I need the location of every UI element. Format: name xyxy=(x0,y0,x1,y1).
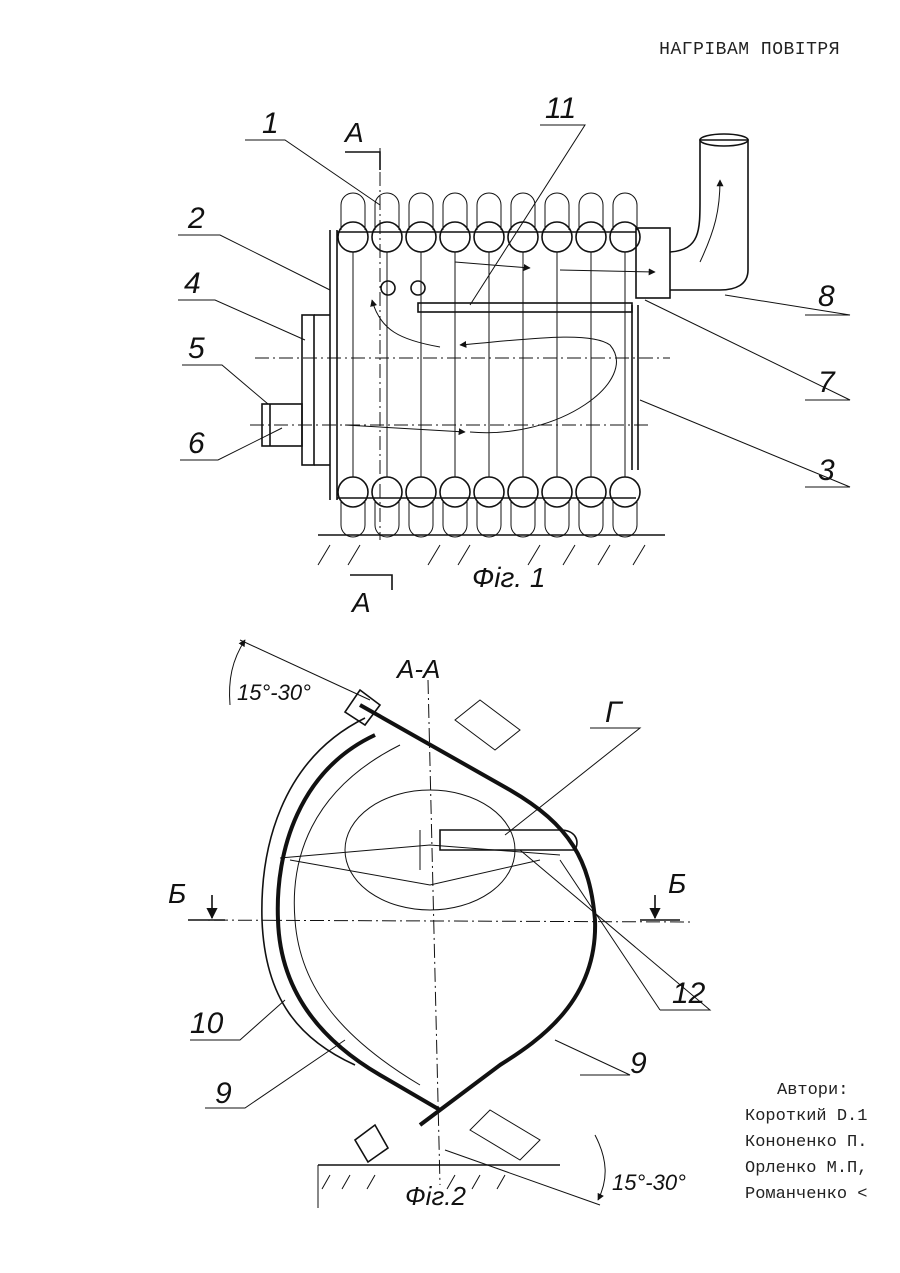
mark-g: Г xyxy=(605,696,624,729)
label-8: 8 xyxy=(818,280,835,313)
label-9-right: 9 xyxy=(630,1047,647,1080)
coil-tube-top xyxy=(474,222,504,252)
label-5: 5 xyxy=(188,332,205,365)
figure-1: 1 2 4 5 6 11 8 7 3 A A Фіг. 1 xyxy=(178,92,850,618)
coil-tube-top xyxy=(406,222,436,252)
coil-tube-top xyxy=(372,222,402,252)
coil-tube-bottom xyxy=(576,477,606,507)
coil-tube-bottom xyxy=(440,477,470,507)
coil-tube-bottom xyxy=(406,477,436,507)
coil-tube-top xyxy=(542,222,572,252)
coil-loop-bottom xyxy=(511,500,535,537)
label-10: 10 xyxy=(190,1007,224,1040)
label-6: 6 xyxy=(188,427,205,460)
section-mark-top: A xyxy=(343,117,364,148)
coil-loop-bottom xyxy=(443,500,467,537)
mark-b-right: Б xyxy=(668,868,686,899)
label-2: 2 xyxy=(187,202,205,235)
figure-1-caption: Фіг. 1 xyxy=(472,562,545,593)
mark-b-left: Б xyxy=(168,878,186,909)
coil-loop-bottom xyxy=(545,500,569,537)
heater-body xyxy=(250,134,748,540)
coil-tube-bottom xyxy=(508,477,538,507)
coil-tube-top xyxy=(440,222,470,252)
coil-tube-bottom xyxy=(474,477,504,507)
label-9-left: 9 xyxy=(215,1077,232,1110)
section-mark-bottom: A xyxy=(350,587,371,618)
coil-tube-bottom xyxy=(372,477,402,507)
coil-loop-bottom xyxy=(613,500,637,537)
label-4: 4 xyxy=(184,267,201,300)
coil-tube-bottom xyxy=(610,477,640,507)
coil-loop-bottom xyxy=(579,500,603,537)
coil-tube-bottom xyxy=(338,477,368,507)
label-11: 11 xyxy=(545,92,576,125)
coil-tube-top xyxy=(508,222,538,252)
author-name: Орленко М.П, xyxy=(745,1156,867,1182)
coil-loop-bottom xyxy=(341,500,365,537)
coil-tubes xyxy=(338,193,640,537)
coil-loop-bottom xyxy=(477,500,501,537)
coil-loop-bottom xyxy=(409,500,433,537)
label-3: 3 xyxy=(818,454,835,487)
label-7: 7 xyxy=(818,366,836,399)
author-name: Романченко < xyxy=(745,1182,867,1208)
section-title-aa: А-А xyxy=(395,654,440,684)
coil-tube-top xyxy=(576,222,606,252)
ground-hatch xyxy=(318,535,665,565)
coil-tube-bottom xyxy=(542,477,572,507)
figure-2-caption: Фіг.2 xyxy=(405,1181,466,1211)
author-name: Кононенко П. xyxy=(745,1130,867,1156)
label-12: 12 xyxy=(672,977,706,1010)
authors-block: Автори: Короткий D.1 Кононенко П. Орленк… xyxy=(745,1078,867,1208)
angle-label-bottom: 15°-30° xyxy=(612,1170,686,1195)
coil-tube-top xyxy=(338,222,368,252)
airflow-arrows xyxy=(345,180,720,433)
angle-label-top: 15°-30° xyxy=(237,680,311,705)
label-1: 1 xyxy=(262,107,279,140)
authors-heading: Автори: xyxy=(745,1078,867,1104)
coil-loop-bottom xyxy=(375,500,399,537)
author-name: Короткий D.1 xyxy=(745,1104,867,1130)
figure-2: А-А 15°-30° 15°-30° Г Б Б 10 9 9 12 Фіг.… xyxy=(168,640,710,1211)
